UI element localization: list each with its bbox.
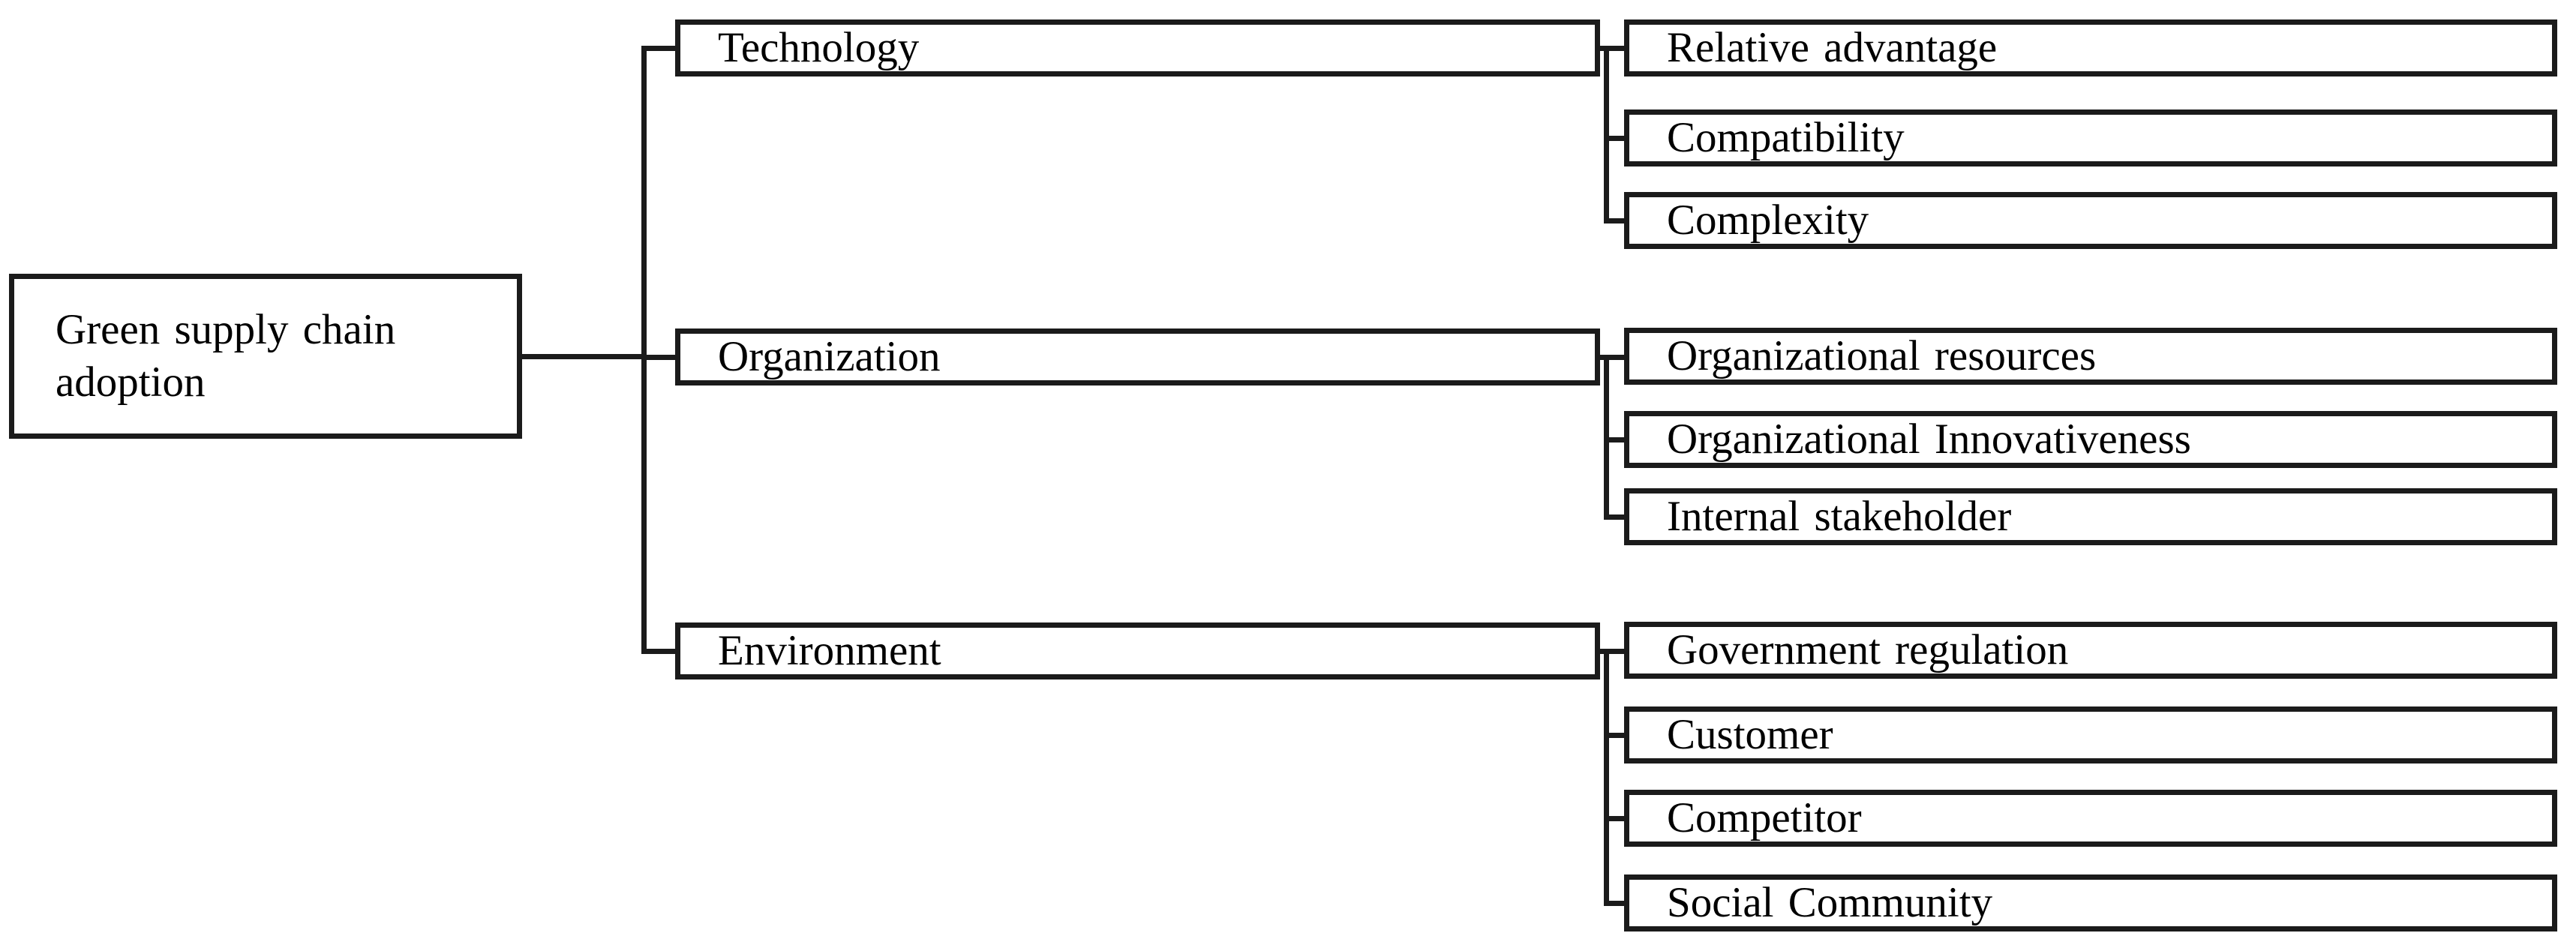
node-label: Compatibility bbox=[1667, 114, 1905, 162]
connector-to-competitor bbox=[1604, 816, 1624, 821]
node-label: Relative advantage bbox=[1667, 24, 1998, 72]
node-technology: Technology bbox=[675, 20, 1600, 76]
node-label: Green supply chain adoption bbox=[56, 306, 396, 406]
connector-main-trunk bbox=[641, 46, 647, 654]
node-social-community: Social Community bbox=[1624, 874, 2557, 932]
connector-root-to-trunk bbox=[522, 354, 641, 359]
node-compatibility: Compatibility bbox=[1624, 110, 2557, 166]
node-customer: Customer bbox=[1624, 706, 2557, 764]
node-label: Competitor bbox=[1667, 794, 1862, 842]
connector-to-technology bbox=[641, 46, 675, 51]
node-label: Internal stakeholder bbox=[1667, 493, 2012, 541]
node-label: Organizational resources bbox=[1667, 332, 2097, 380]
connector-to-internal-stakeholder bbox=[1604, 514, 1624, 520]
connector-to-organizational-innovativeness bbox=[1604, 437, 1624, 442]
connector-to-environment bbox=[641, 649, 675, 654]
node-environment: Environment bbox=[675, 622, 1600, 680]
node-internal-stakeholder: Internal stakeholder bbox=[1624, 488, 2557, 545]
node-organization: Organization bbox=[675, 328, 1600, 386]
connector-to-compatibility bbox=[1604, 136, 1624, 141]
connector-technology-out bbox=[1600, 46, 1624, 51]
connector-to-complexity bbox=[1604, 218, 1624, 224]
connector-organization-out bbox=[1600, 355, 1624, 360]
connector-to-customer bbox=[1604, 733, 1624, 738]
node-label: Customer bbox=[1667, 711, 1833, 759]
node-label: Government regulation bbox=[1667, 626, 2069, 674]
connector-environment-out bbox=[1600, 649, 1624, 654]
node-competitor: Competitor bbox=[1624, 790, 2557, 847]
node-government-regulation: Government regulation bbox=[1624, 622, 2557, 679]
node-label: Complexity bbox=[1667, 196, 1869, 244]
connector-to-organization bbox=[641, 355, 675, 360]
connector-to-social-community bbox=[1604, 901, 1624, 906]
node-green-supply-chain-adoption: Green supply chain adoption bbox=[9, 274, 522, 439]
node-label: Organization bbox=[718, 333, 941, 381]
node-label: Organizational Innovativeness bbox=[1667, 416, 2191, 464]
node-relative-advantage: Relative advantage bbox=[1624, 20, 2557, 76]
node-organizational-innovativeness: Organizational Innovativeness bbox=[1624, 411, 2557, 468]
node-label: Environment bbox=[718, 627, 941, 675]
node-label: Social Community bbox=[1667, 879, 1993, 927]
node-label: Technology bbox=[718, 24, 920, 72]
connector-environment-trunk bbox=[1604, 649, 1609, 906]
connector-technology-trunk bbox=[1604, 46, 1609, 224]
node-complexity: Complexity bbox=[1624, 192, 2557, 249]
node-organizational-resources: Organizational resources bbox=[1624, 328, 2557, 385]
